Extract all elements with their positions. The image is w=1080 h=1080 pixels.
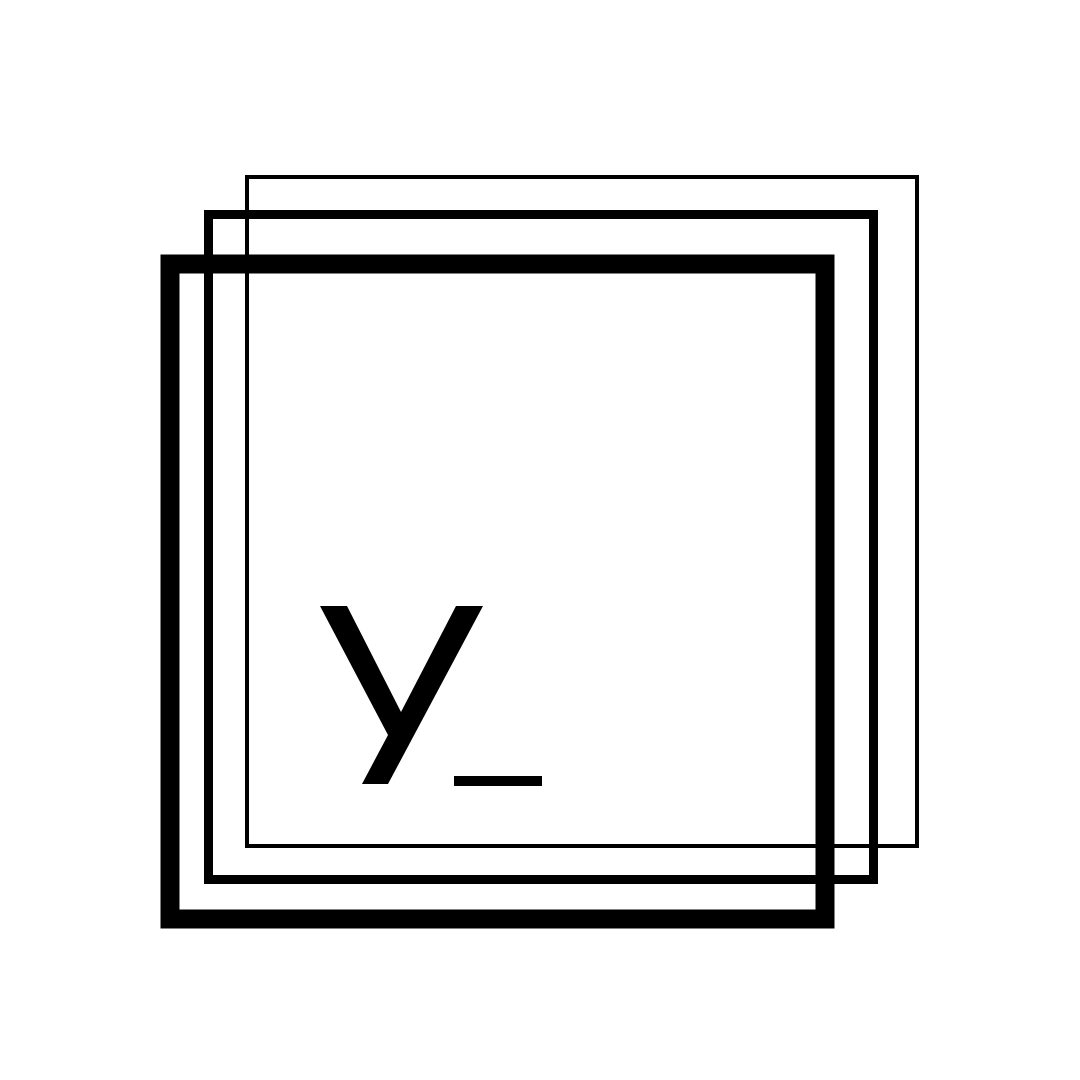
logo-letter-y bbox=[320, 606, 483, 784]
front-frame bbox=[160, 254, 835, 929]
logo-cursor-underscore bbox=[454, 776, 542, 786]
middle-frame bbox=[204, 210, 878, 884]
back-frame bbox=[245, 175, 919, 848]
